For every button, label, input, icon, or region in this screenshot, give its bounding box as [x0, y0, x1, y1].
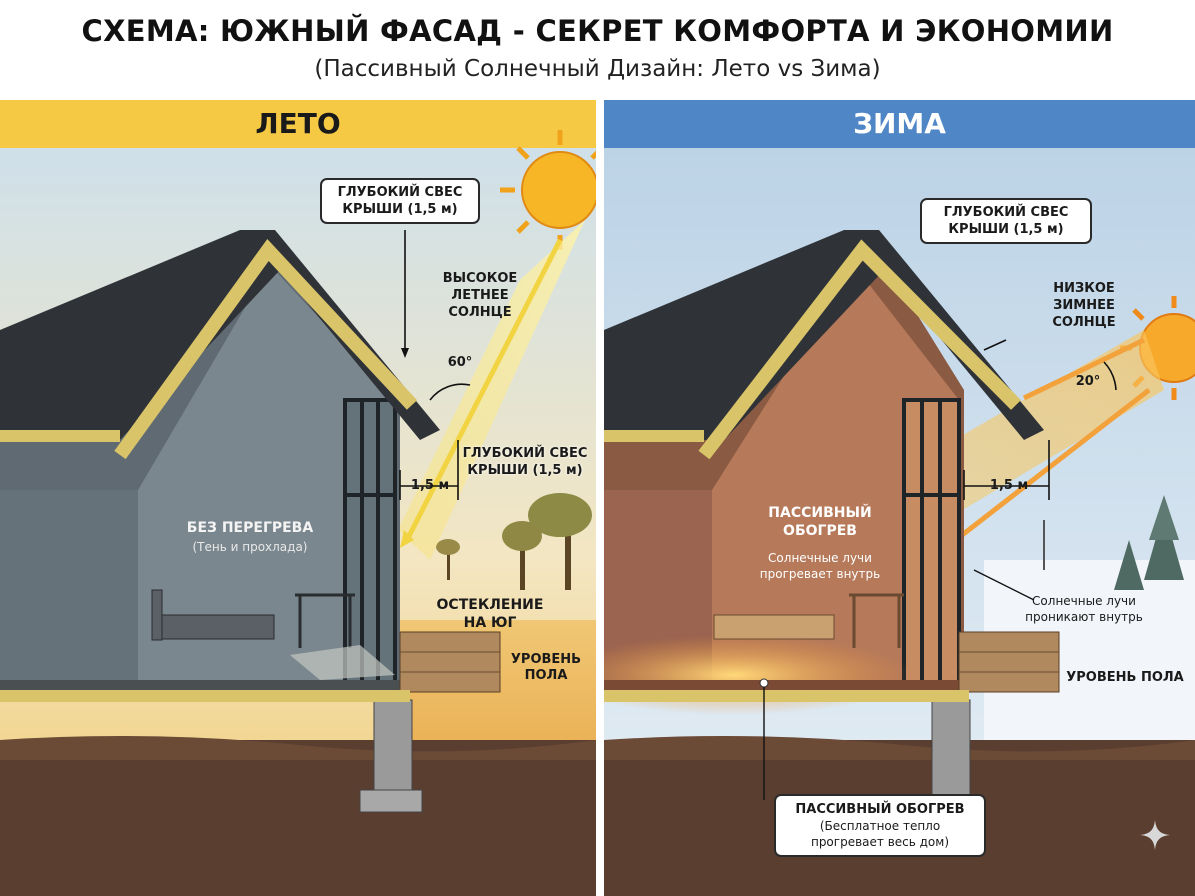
summer-overhang-side-label: ГЛУБОКИЙ СВЕС КРЫШИ (1,5 м): [462, 446, 588, 478]
summer-header-bar: [0, 100, 596, 148]
winter-bottom-title: ПАССИВНЫЙ ОБОГРЕВ: [795, 802, 965, 817]
summer-window-frame: [343, 398, 397, 692]
winter-header: ЗИМА: [853, 107, 946, 140]
summer-sun-label: ВЫСОКОЕ ЛЕТНЕЕ СОЛНЦЕ: [442, 271, 518, 320]
summer-table: [295, 593, 355, 648]
winter-window-frame: [902, 398, 961, 692]
title-block: СХЕМА: ЮЖНЫЙ ФАСАД - СЕКРЕТ КОМФОРТА И Э…: [0, 0, 1195, 98]
winter-angle-arc: [1103, 361, 1117, 391]
winter-floor-level-label: УРОВЕНЬ ПОЛА: [1066, 670, 1184, 685]
summer-glazing-label: ОСТЕКЛЕНИЕ НА ЮГ: [436, 597, 544, 631]
summer-sun-icon: [500, 130, 596, 250]
winter-deck: [958, 631, 1060, 693]
winter-bed: [713, 614, 835, 640]
winter-rays-enter-label: Солнечные лучи проникают внутрь: [1025, 594, 1143, 624]
summer-ground: [0, 740, 596, 896]
winter-table: [849, 593, 904, 648]
winter-bottom-callout: ПАССИВНЫЙ ОБОГРЕВ (Бесплатное тепло прог…: [774, 794, 986, 857]
summer-angle-label: 60°: [447, 355, 473, 370]
summer-floor-level-label: УРОВЕНЬ ПОЛА: [510, 652, 582, 683]
summer-interior: [138, 265, 395, 690]
winter-header-bar: [604, 100, 1195, 148]
winter-panel: ЗИМА ГЛУБОКИЙ СВЕС КРЫШИ (1,5 м) НИЗКОЕ …: [604, 100, 1195, 896]
summer-header: ЛЕТО: [255, 107, 341, 140]
winter-sun-label: НИЗКОЕ ЗИМНЕЕ СОЛНЦЕ: [1052, 281, 1116, 330]
page-title: СХЕМА: ЮЖНЫЙ ФАСАД - СЕКРЕТ КОМФОРТА И Э…: [81, 14, 1114, 48]
summer-overhang-dimension-label: 1,5 м: [410, 478, 450, 493]
summer-angle-arc: [429, 383, 471, 401]
winter-bottom-sub: (Бесплатное тепло прогревает весь дом): [810, 819, 950, 849]
summer-no-overheat-sublabel: (Тень и прохлада): [192, 540, 308, 554]
winter-trees: [1043, 495, 1184, 590]
summer-ray-arrow: [403, 238, 563, 544]
sparkle-icon: [1140, 820, 1170, 850]
summer-light-patch: [290, 645, 395, 680]
winter-overhang-dimension: [963, 440, 1050, 500]
winter-rays-warm-label: Солнечные лучи прогревает внутрь: [759, 551, 881, 581]
winter-ray-arrow-1: [1022, 337, 1146, 401]
summer-panel: ЛЕТО ГЛУБОКИЙ СВЕС КРЫШИ (1,5 м) ВЫСОКОЕ…: [0, 100, 596, 896]
winter-roof: [604, 230, 1044, 440]
winter-passive-heating-label: ПАССИВНЫЙ ОБОГРЕВ: [768, 505, 872, 539]
winter-foundation: [931, 699, 971, 811]
winter-angle-label: 20°: [1075, 374, 1101, 389]
summer-deck: [399, 631, 501, 693]
page-subtitle: (Пассивный Солнечный Дизайн: Лето vs Зим…: [314, 56, 881, 82]
summer-overhang-top-callout: ГЛУБОКИЙ СВЕС КРЫШИ (1,5 м): [320, 178, 480, 224]
summer-overhang-dimension: [399, 440, 459, 500]
summer-insulation: [114, 238, 418, 460]
summer-trees: [436, 493, 592, 590]
summer-sunbeam: [398, 220, 585, 560]
winter-insulation: [698, 239, 1021, 460]
winter-interior: [712, 265, 959, 690]
winter-overhang-top-callout: ГЛУБОКИЙ СВЕС КРЫШИ (1,5 м): [920, 198, 1092, 244]
winter-scene: [604, 100, 1195, 896]
summer-scene: [0, 100, 596, 896]
winter-overhang-dimension-label: 1,5 м: [989, 478, 1029, 493]
summer-no-overheat-label: БЕЗ ПЕРЕГРЕВА: [186, 520, 314, 536]
summer-bed: [151, 589, 275, 641]
panel-divider: [596, 100, 604, 896]
summer-roof: [0, 230, 440, 440]
